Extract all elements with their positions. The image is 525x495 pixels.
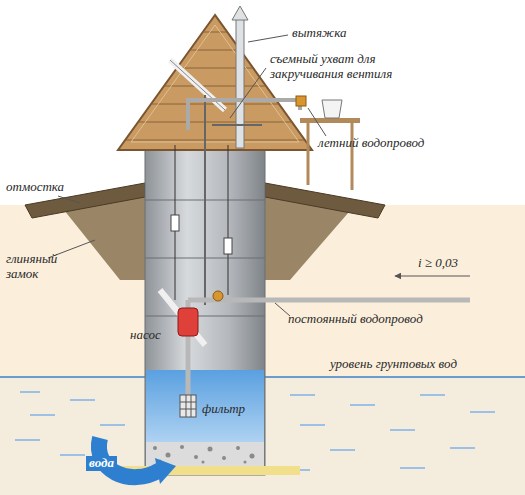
roof-inner bbox=[131, 25, 299, 142]
callout-label: вода bbox=[86, 456, 117, 471]
slope-arrow bbox=[395, 276, 470, 277]
callout-label: постоянный водопровод bbox=[288, 312, 423, 327]
bucket bbox=[322, 100, 342, 118]
tap bbox=[296, 96, 306, 106]
callout-label: i ≥ 0,03 bbox=[418, 256, 458, 271]
permanent-pipe bbox=[188, 298, 470, 303]
pump bbox=[178, 308, 198, 336]
roof-planks bbox=[126, 32, 304, 140]
valve-handle bbox=[212, 124, 262, 126]
callout-label: съемный ухват для закручивания вентиля bbox=[270, 52, 450, 82]
pump-bracket bbox=[160, 290, 205, 345]
callout-label: летний водопровод bbox=[318, 136, 424, 151]
filter bbox=[180, 395, 196, 417]
float bbox=[224, 238, 232, 254]
valve bbox=[213, 291, 223, 301]
shelf bbox=[300, 118, 360, 123]
handle-bar bbox=[170, 60, 225, 110]
roof bbox=[118, 15, 312, 150]
handle-bar bbox=[170, 60, 225, 110]
water-arrowhead bbox=[155, 458, 176, 484]
vent-pipe bbox=[236, 18, 244, 148]
summer-pipe bbox=[188, 100, 300, 130]
float bbox=[171, 215, 179, 231]
callout-label: вытяжка bbox=[292, 26, 346, 41]
callout-label: уровень грунтовых вод bbox=[330, 357, 457, 372]
valve-rod bbox=[204, 95, 206, 305]
callout-label: фильтр bbox=[202, 402, 245, 417]
callout-label: отмостка bbox=[6, 180, 64, 195]
callout-label: насос bbox=[130, 328, 161, 343]
shelf-leg bbox=[307, 123, 310, 185]
filter-mesh bbox=[180, 395, 196, 417]
shelf-leg bbox=[351, 123, 354, 190]
gravel-stones bbox=[153, 445, 255, 464]
blind-area bbox=[265, 183, 385, 218]
well-water bbox=[146, 370, 264, 442]
cable bbox=[228, 145, 229, 295]
callout-label: глиняный замок bbox=[6, 252, 76, 282]
vent-cap bbox=[232, 6, 248, 20]
